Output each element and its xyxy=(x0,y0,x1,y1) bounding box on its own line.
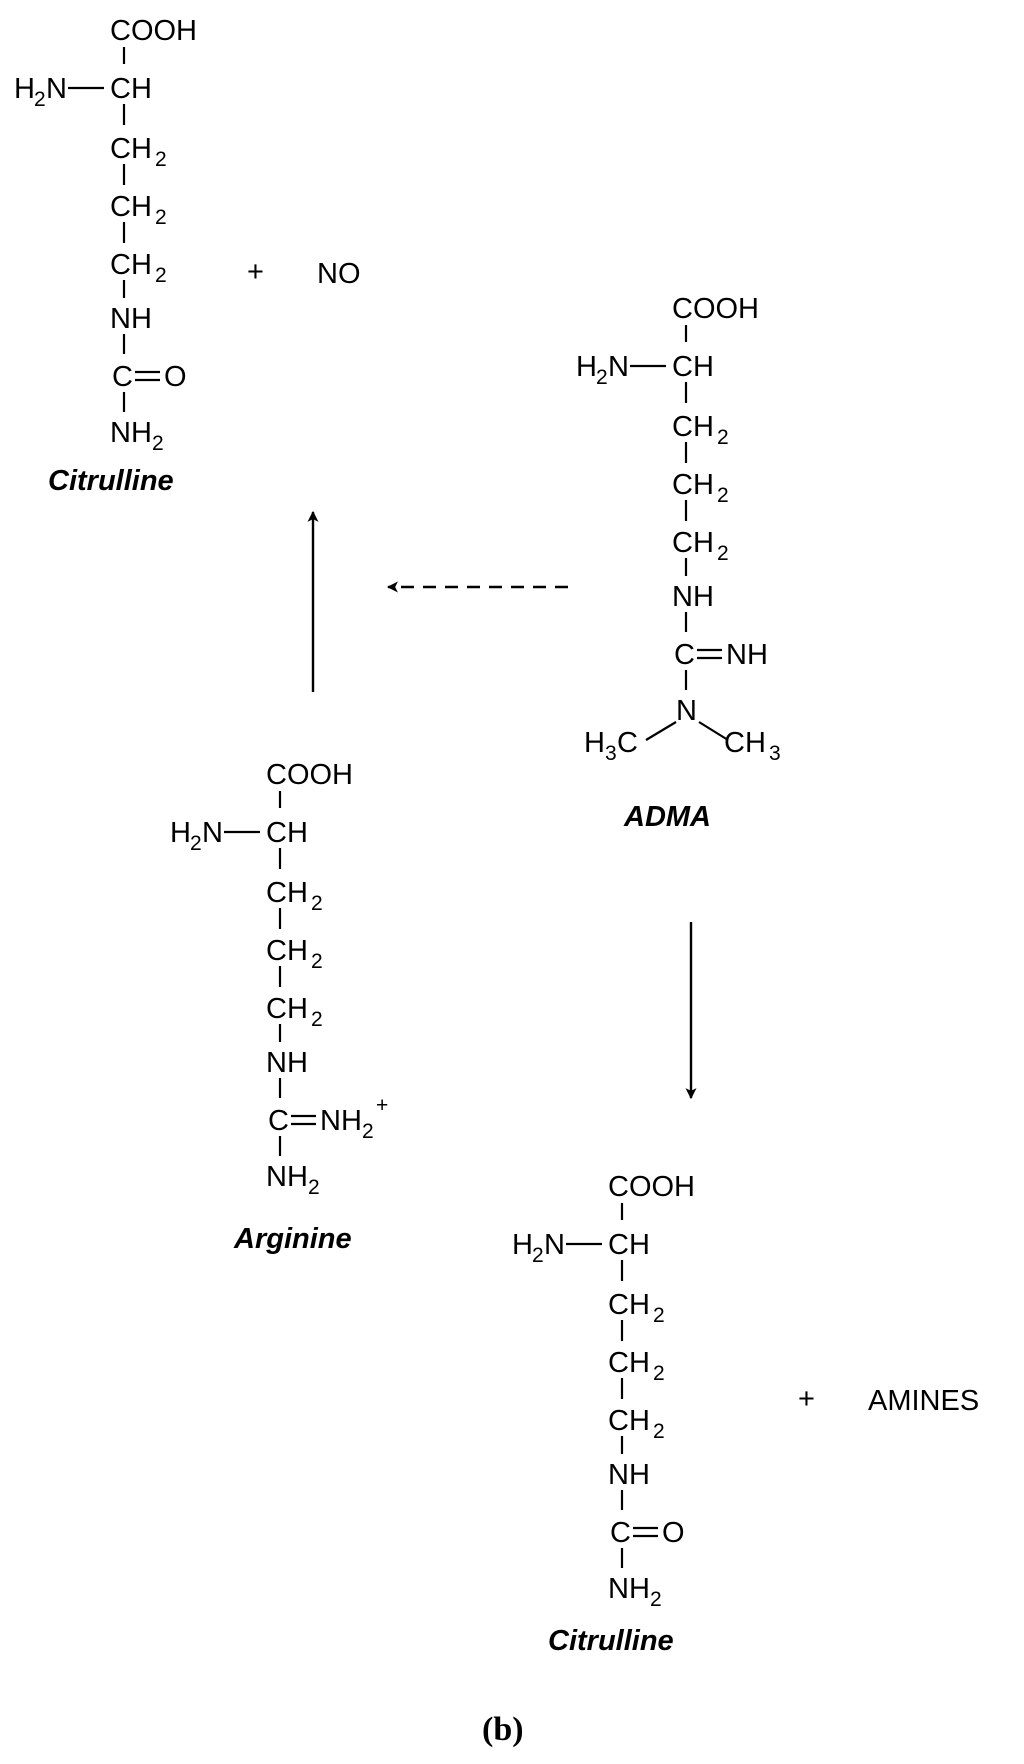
adma-n: N xyxy=(676,695,697,727)
citrulline-bottom-h2n-sub: 2 xyxy=(532,1244,544,1267)
adma-h3c-c: C xyxy=(617,727,638,759)
citrulline-bottom-h2n-n: N xyxy=(544,1229,565,1261)
citrulline-top-ch2-c: CH xyxy=(110,249,152,281)
plus-sign-no: + xyxy=(247,256,264,288)
adma-structure: COOH H 2 N CH CH 2 CH 2 CH 2 NH C NH N H… xyxy=(576,293,781,833)
arginine-ch2-b: CH xyxy=(266,935,308,967)
citrulline-top-nh2: NH xyxy=(110,417,152,449)
adma-h2n-n: N xyxy=(608,351,629,383)
citrulline-bottom-o: O xyxy=(662,1517,685,1549)
citrulline-top-ch2-a-sub: 2 xyxy=(155,148,167,171)
citrulline-top-nh2-sub: 2 xyxy=(152,432,164,455)
citrulline-bottom-nh: NH xyxy=(608,1459,650,1491)
adma-ch3-sub: 3 xyxy=(769,742,781,765)
adma-ch2-a: CH xyxy=(672,411,714,443)
citrulline-bottom-ch2-a: CH xyxy=(608,1289,650,1321)
arginine-cooh: COOH xyxy=(266,759,353,791)
arginine-structure: COOH H 2 N CH CH 2 CH 2 CH 2 NH C NH 2 +… xyxy=(170,759,388,1255)
citrulline-bottom-nh2-sub: 2 xyxy=(650,1588,662,1611)
citrulline-bottom-ch2-b-sub: 2 xyxy=(653,1362,665,1385)
arginine-nh2-sub: 2 xyxy=(308,1176,320,1199)
bond xyxy=(645,721,677,741)
adma-h2n-sub: 2 xyxy=(596,366,608,389)
adma-ch2-b-sub: 2 xyxy=(717,484,729,507)
arginine-ch2-a: CH xyxy=(266,877,308,909)
arginine-h2n-sub: 2 xyxy=(190,832,202,855)
arginine-ch2-a-sub: 2 xyxy=(311,892,323,915)
arginine-ch2-c: CH xyxy=(266,993,308,1025)
adma-ch2-a-sub: 2 xyxy=(717,426,729,449)
arginine-nh2-plus: NH xyxy=(320,1105,362,1137)
adma-h3c-h: H xyxy=(584,727,605,759)
adma-name: ADMA xyxy=(623,801,711,833)
arginine-nh2-plus-sub: 2 xyxy=(362,1120,374,1143)
citrulline-bottom-c: C xyxy=(610,1517,631,1549)
adma-h3c-sub: 3 xyxy=(605,742,617,765)
adma-imine-nh: NH xyxy=(726,639,768,671)
adma-c: C xyxy=(674,639,695,671)
adma-cooh: COOH xyxy=(672,293,759,325)
arginine-name: Arginine xyxy=(233,1223,352,1255)
adma-ch: CH xyxy=(672,351,714,383)
citrulline-bottom-ch2-b: CH xyxy=(608,1347,650,1379)
arginine-c: C xyxy=(268,1105,289,1137)
citrulline-bottom-h2n-h: H xyxy=(512,1229,533,1261)
arginine-h2n-n: N xyxy=(202,817,223,849)
panel-label: (b) xyxy=(482,1711,524,1748)
adma-ch2-c-sub: 2 xyxy=(717,542,729,565)
citrulline-top-ch2-b-sub: 2 xyxy=(155,206,167,229)
arginine-ch2-c-sub: 2 xyxy=(311,1008,323,1031)
arginine-ch2-b-sub: 2 xyxy=(311,950,323,973)
adma-ch2-b: CH xyxy=(672,469,714,501)
citrulline-bottom-ch2-c: CH xyxy=(608,1405,650,1437)
citrulline-top-o: O xyxy=(164,361,187,393)
citrulline-bottom-ch2-a-sub: 2 xyxy=(653,1304,665,1327)
citrulline-top-h2n-sub: 2 xyxy=(34,88,46,111)
arginine-charge: + xyxy=(376,1094,388,1117)
adma-h2n-h: H xyxy=(576,351,597,383)
amines-product: AMINES xyxy=(868,1385,979,1417)
citrulline-bottom-ch2-c-sub: 2 xyxy=(653,1420,665,1443)
citrulline-top-structure: COOH H 2 N CH CH 2 CH 2 CH 2 NH C O NH 2… xyxy=(14,15,197,497)
citrulline-top-ch2-b: CH xyxy=(110,191,152,223)
citrulline-bottom-cooh: COOH xyxy=(608,1171,695,1203)
citrulline-top-ch: CH xyxy=(110,73,152,105)
citrulline-top-ch2-c-sub: 2 xyxy=(155,264,167,287)
citrulline-top-name: Citrulline xyxy=(48,465,174,497)
adma-nh: NH xyxy=(672,581,714,613)
citrulline-bottom-nh2: NH xyxy=(608,1573,650,1605)
arginine-nh: NH xyxy=(266,1047,308,1079)
citrulline-bottom-name: Citrulline xyxy=(548,1625,674,1657)
arginine-nh2: NH xyxy=(266,1161,308,1193)
citrulline-top-ch2-a: CH xyxy=(110,133,152,165)
citrulline-top-h2n-n: N xyxy=(46,73,67,105)
citrulline-top-h2n-h: H xyxy=(14,73,35,105)
citrulline-bottom-structure: COOH H 2 N CH CH 2 CH 2 CH 2 NH C O NH 2… xyxy=(512,1171,695,1657)
adma-ch2-c: CH xyxy=(672,527,714,559)
nitric-oxide-product: NO xyxy=(317,258,361,290)
citrulline-top-cooh: COOH xyxy=(110,15,197,47)
citrulline-bottom-ch: CH xyxy=(608,1229,650,1261)
bond xyxy=(698,721,729,741)
plus-sign-amines: + xyxy=(798,1383,815,1415)
citrulline-top-c: C xyxy=(112,361,133,393)
adma-ch3: CH xyxy=(724,727,766,759)
arginine-ch: CH xyxy=(266,817,308,849)
arginine-h2n-h: H xyxy=(170,817,191,849)
citrulline-top-nh: NH xyxy=(110,303,152,335)
